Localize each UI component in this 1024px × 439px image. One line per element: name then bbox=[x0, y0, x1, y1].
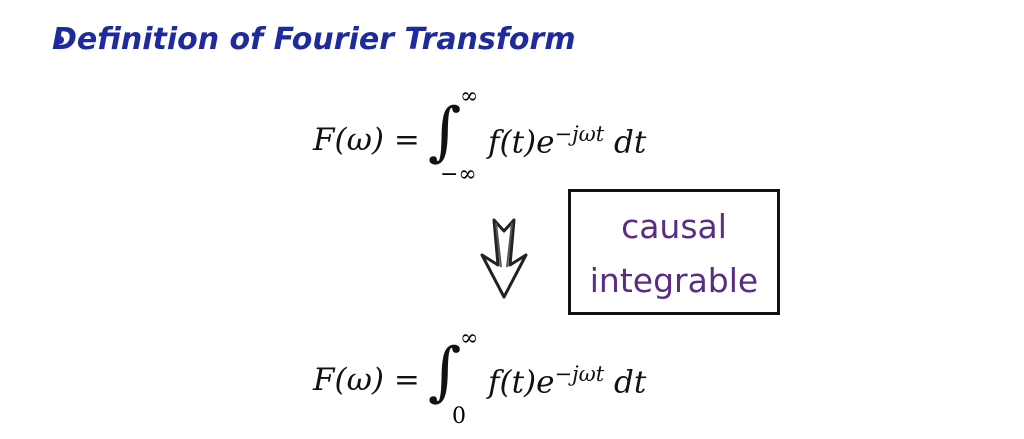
integrand-text: f(t)e bbox=[488, 364, 555, 401]
conditions-box: causal integrable bbox=[568, 189, 780, 315]
equation-lhs: F(ω) = bbox=[313, 362, 420, 398]
differential: dt bbox=[614, 364, 647, 401]
down-arrow-icon bbox=[480, 218, 528, 299]
lower-limit: −∞ bbox=[440, 162, 477, 187]
bullet-icon bbox=[56, 36, 64, 44]
integral-sign: ∫ bbox=[428, 95, 462, 169]
integral-sign: ∫ bbox=[428, 335, 462, 409]
differential: dt bbox=[614, 124, 647, 161]
upper-limit: ∞ bbox=[460, 84, 479, 109]
exponent: −jωt bbox=[554, 122, 605, 146]
integrand: f(t)e−jωt dt bbox=[488, 362, 646, 400]
condition-causal: causal bbox=[621, 207, 727, 246]
integrand-text: f(t)e bbox=[488, 124, 555, 161]
lower-limit: 0 bbox=[452, 404, 466, 429]
equation-lhs: F(ω) = bbox=[313, 122, 420, 158]
slide-title: Definition of Fourier Transform bbox=[52, 22, 576, 57]
integrand: f(t)e−jωt dt bbox=[488, 122, 646, 160]
condition-integrable: integrable bbox=[589, 261, 759, 300]
upper-limit: ∞ bbox=[460, 326, 479, 351]
exponent: −jωt bbox=[554, 362, 605, 386]
